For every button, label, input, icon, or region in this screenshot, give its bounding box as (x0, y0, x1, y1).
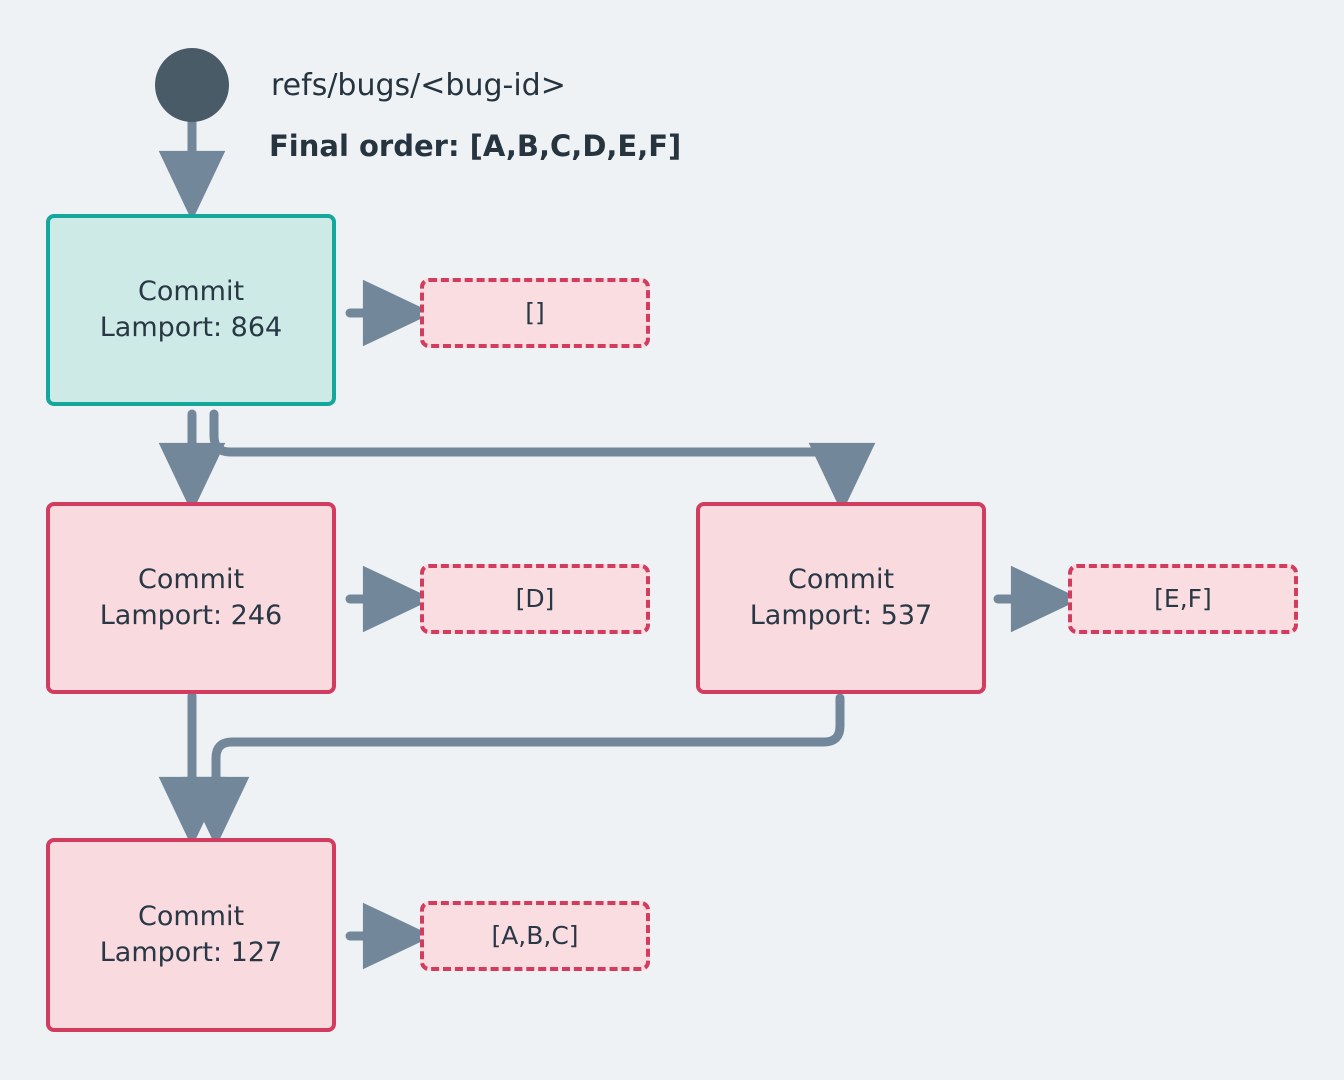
commit-node-864-title: Commit (137, 275, 245, 307)
commit-node-246[interactable]: Commit Lamport: 246 (46, 502, 336, 694)
commit-node-246-lamport: Lamport: 246 (99, 600, 283, 631)
tag-node-ef[interactable]: [E,F] (1068, 564, 1298, 634)
tag-node-ef-label: [E,F] (1154, 584, 1212, 614)
tag-node-abc[interactable]: [A,B,C] (420, 901, 650, 971)
tag-node-empty-label: [] (525, 298, 545, 328)
root-ref-dot[interactable] (155, 48, 229, 122)
tag-node-abc-label: [A,B,C] (491, 921, 579, 951)
commit-node-537-lamport: Lamport: 537 (749, 600, 933, 631)
commit-node-537-title: Commit (787, 563, 895, 595)
commit-node-246-title: Commit (137, 563, 245, 595)
commit-node-864-lamport: Lamport: 864 (99, 312, 283, 343)
commit-node-537[interactable]: Commit Lamport: 537 (696, 502, 986, 694)
ref-path-label: refs/bugs/<bug-id> (271, 68, 566, 103)
commit-node-864[interactable]: Commit Lamport: 864 (46, 214, 336, 406)
commit-node-127-lamport: Lamport: 127 (99, 937, 283, 968)
commit-node-127-title: Commit (137, 900, 245, 932)
final-order-label: Final order: [A,B,C,D,E,F] (269, 129, 682, 163)
edge-commit864-to-commit537 (209, 409, 876, 514)
tag-node-empty[interactable]: [] (420, 278, 650, 348)
edge-commit537-to-commit127 (182, 693, 845, 848)
tag-node-d[interactable]: [D] (420, 564, 650, 634)
tag-node-d-label: [D] (515, 584, 555, 614)
commit-node-127[interactable]: Commit Lamport: 127 (46, 838, 336, 1032)
